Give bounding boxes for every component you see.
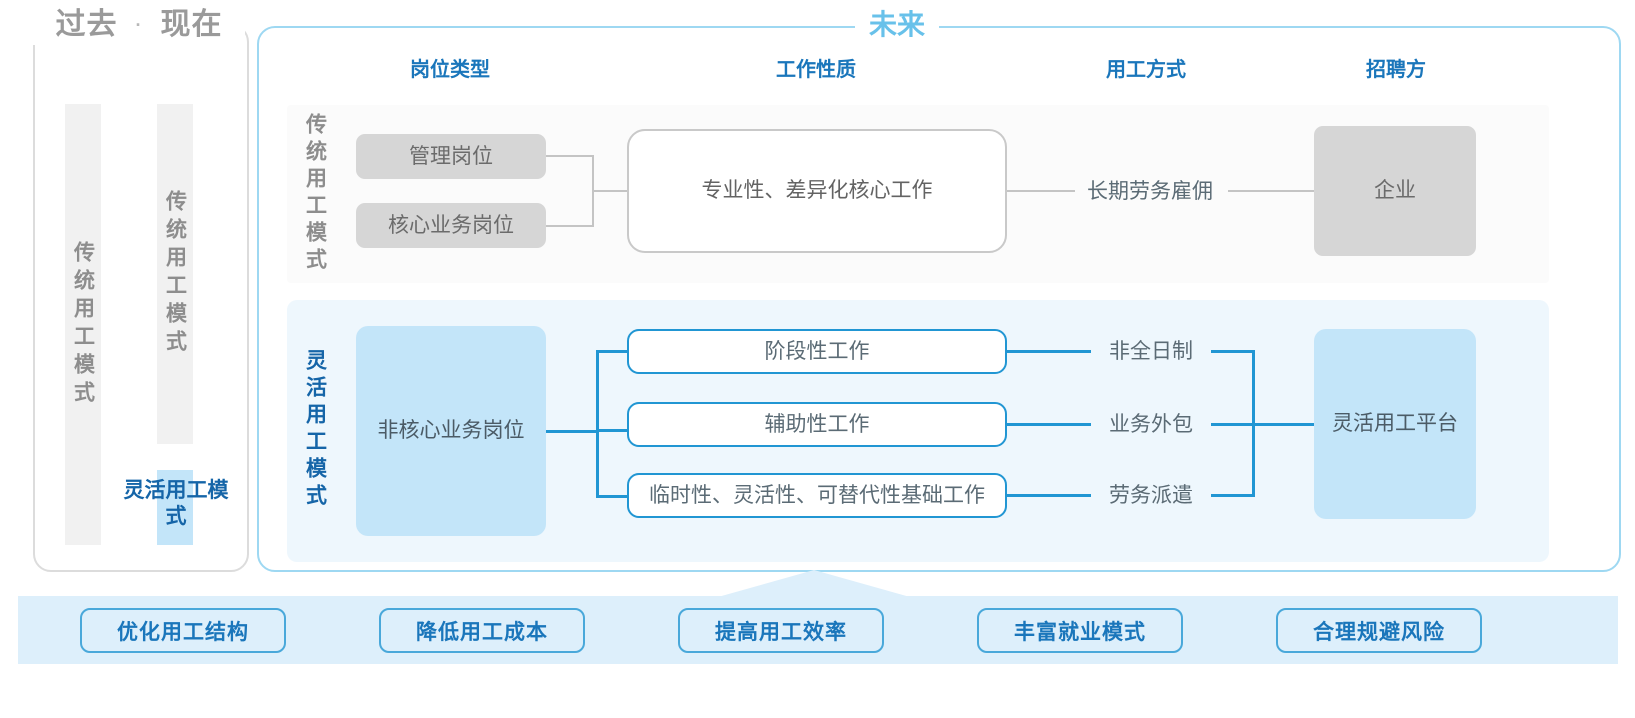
label-business-outsourcing: 业务外包 bbox=[1109, 413, 1193, 436]
benefit-pill-enrich-employment[interactable]: 丰富就业模式 bbox=[977, 608, 1183, 653]
connector-line bbox=[1252, 423, 1314, 426]
label-labor-dispatch: 劳务派遣 bbox=[1109, 484, 1193, 507]
box-professional-core-work[interactable]: 专业性、差异化核心工作 bbox=[627, 129, 1007, 253]
connector-line bbox=[546, 155, 594, 157]
present-flexible-bar-label: 灵活用工模式 bbox=[123, 479, 229, 528]
box-core-business-position[interactable]: 核心业务岗位 bbox=[356, 203, 546, 248]
present-traditional-bar: 传统用工模式 bbox=[157, 104, 193, 444]
present-flexible-bar bbox=[157, 470, 193, 545]
benefit-pill-reduce-cost[interactable]: 降低用工成本 bbox=[379, 608, 585, 653]
present-traditional-bar-label: 传统用工模式 bbox=[163, 190, 187, 358]
traditional-row-label: 传统用工模式 bbox=[303, 113, 327, 275]
future-title: 未来 bbox=[855, 9, 940, 41]
connector-line bbox=[1007, 494, 1091, 497]
connector-line bbox=[592, 190, 628, 192]
present-label: 现在 bbox=[156, 10, 227, 40]
flexible-row-label: 灵活用工模式 bbox=[303, 349, 327, 511]
connector-line bbox=[596, 495, 628, 498]
connector-line bbox=[1007, 350, 1091, 353]
connector-line bbox=[1007, 190, 1075, 192]
box-auxiliary-work[interactable]: 辅助性工作 bbox=[627, 402, 1007, 447]
box-temporary-flexible-replaceable-work[interactable]: 临时性、灵活性、可替代性基础工作 bbox=[627, 473, 1007, 518]
connector-line bbox=[596, 429, 628, 432]
bottom-bar-arrow bbox=[718, 570, 910, 597]
title-separator-dot: · bbox=[133, 15, 145, 35]
benefit-pill-improve-efficiency[interactable]: 提高用工效率 bbox=[678, 608, 884, 653]
benefit-pill-avoid-risk[interactable]: 合理规避风险 bbox=[1276, 608, 1482, 653]
column-header-recruiter: 招聘方 bbox=[1366, 59, 1426, 81]
label-part-time: 非全日制 bbox=[1109, 340, 1193, 363]
column-header-employment-method: 用工方式 bbox=[1106, 59, 1186, 81]
past-present-title: 过去 · 现在 bbox=[33, 5, 245, 45]
box-enterprise[interactable]: 企业 bbox=[1314, 126, 1476, 256]
box-flexible-employment-platform[interactable]: 灵活用工平台 bbox=[1314, 329, 1476, 519]
column-header-job-type: 岗位类型 bbox=[410, 59, 490, 81]
past-label: 过去 bbox=[51, 10, 122, 40]
box-phased-work[interactable]: 阶段性工作 bbox=[627, 329, 1007, 374]
connector-line bbox=[596, 350, 628, 353]
connector-line bbox=[1211, 350, 1255, 353]
connector-line bbox=[546, 430, 598, 433]
connector-line bbox=[1228, 190, 1314, 192]
column-header-work-nature: 工作性质 bbox=[776, 59, 856, 81]
connector-line bbox=[1211, 423, 1255, 426]
connector-line bbox=[1007, 423, 1091, 426]
past-traditional-bar: 传统用工模式 bbox=[65, 104, 101, 545]
box-non-core-business-position[interactable]: 非核心业务岗位 bbox=[356, 326, 546, 536]
connector-line bbox=[596, 350, 599, 498]
label-long-term-employment: 长期劳务雇佣 bbox=[1087, 180, 1213, 203]
box-management-position[interactable]: 管理岗位 bbox=[356, 134, 546, 179]
benefit-pill-optimize-structure[interactable]: 优化用工结构 bbox=[80, 608, 286, 653]
past-traditional-bar-label: 传统用工模式 bbox=[71, 240, 95, 409]
connector-line bbox=[1211, 494, 1255, 497]
connector-line bbox=[546, 225, 594, 227]
